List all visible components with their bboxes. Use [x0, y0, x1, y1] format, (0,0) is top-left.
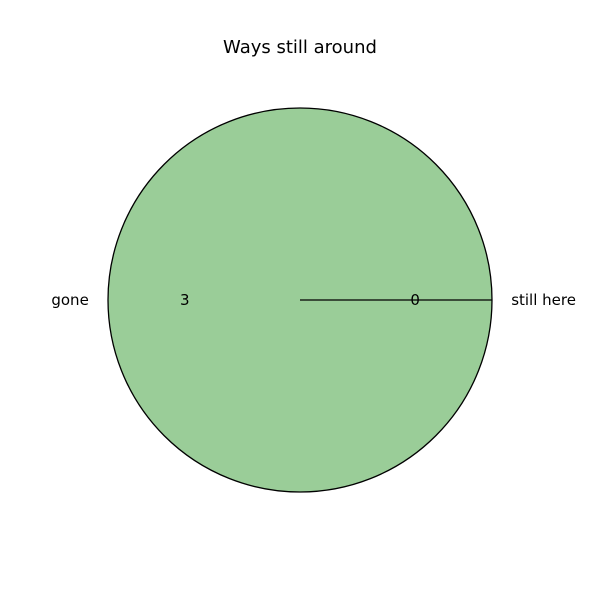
pie-slices — [107, 107, 493, 493]
chart-title: Ways still around — [223, 37, 377, 58]
pie-labels: still here 0 gone 3 — [51, 291, 576, 309]
pie-slice-gone — [107, 107, 493, 493]
slice-label-gone: gone — [51, 291, 88, 309]
value-label-gone: 3 — [180, 291, 190, 309]
value-label-still-here: 0 — [410, 291, 420, 309]
slice-label-still-here: still here — [511, 291, 576, 309]
